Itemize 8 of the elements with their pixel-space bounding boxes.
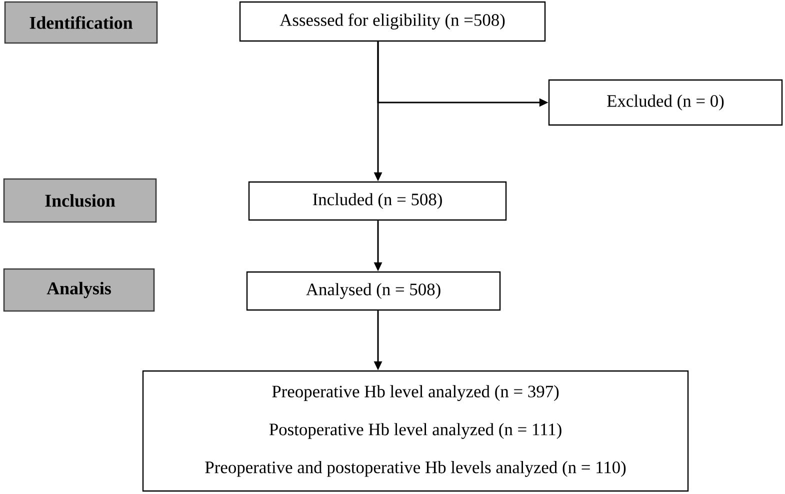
process-box: Excluded (n = 0) bbox=[548, 79, 783, 126]
process-box: Included (n = 508) bbox=[248, 181, 507, 221]
process-box: Preoperative Hb level analyzed (n = 397) Postoperative Hb level analyzed (n = 111) Preoperative and postoperative Hb levels analyzed (n = 110) bbox=[142, 370, 689, 492]
process-box: Assessed for eligibility (n =508) bbox=[239, 1, 546, 42]
process-box: Analysed (n = 508) bbox=[246, 271, 501, 311]
phase-box: Identification bbox=[4, 1, 158, 44]
phase-box: Analysis bbox=[3, 268, 155, 312]
phase-box: Inclusion bbox=[3, 178, 157, 223]
